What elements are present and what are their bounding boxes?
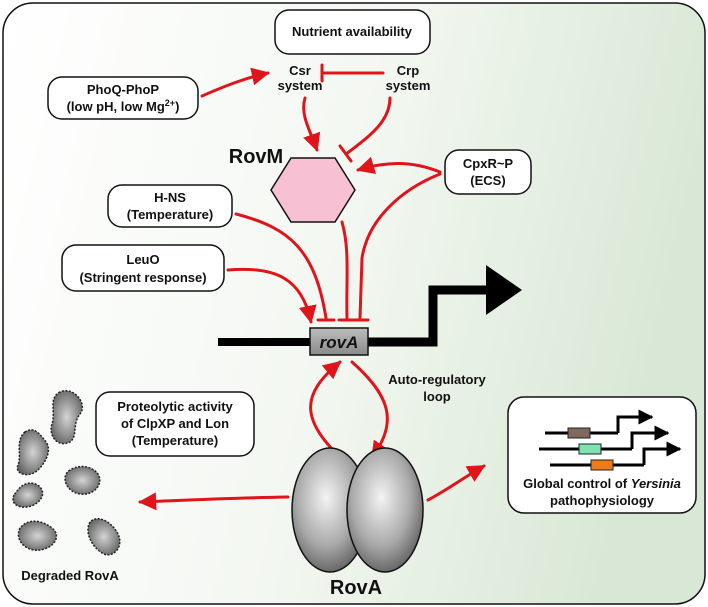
rovm-label: RovM [229, 146, 283, 168]
inhibition-crp-to-rovm [344, 96, 392, 156]
arrow-cpxr-to-rovm [356, 156, 442, 175]
auto-loop-line2: loop [423, 389, 450, 404]
arrow-phoq-to-csr [200, 67, 270, 98]
global-control-box: Global control of Yersinia pathophysiolo… [507, 396, 697, 514]
proteolytic-box: Proteolytic activity of ClpXP and Lon (T… [95, 391, 255, 457]
fragment-1 [16, 429, 50, 476]
degraded-label: Degraded RovA [21, 568, 119, 583]
rova-gene-label: rovA [320, 333, 359, 352]
inhibition-cpxr-to-rova [358, 172, 442, 320]
global-line2: pathophysiology [550, 493, 655, 508]
rovm-hexagon [270, 157, 356, 223]
inhibition-rovm-to-rova [340, 220, 349, 320]
crp-line2: system [386, 78, 431, 93]
leuo-line1: LeuO [126, 252, 159, 267]
auto-loop-line1: Auto-regulatory [388, 372, 486, 387]
arrow-leuo-to-rova [226, 267, 317, 324]
mini-gene-diagram [539, 409, 682, 471]
fragment-5 [17, 520, 58, 551]
fragment-2 [50, 390, 83, 445]
arrow-to-degraded [138, 492, 290, 511]
mini-gene-green [578, 443, 602, 455]
fragment-6 [87, 518, 121, 556]
nutrient-label: Nutrient availability [292, 24, 413, 39]
degraded-rova-fragments [12, 390, 121, 556]
nutrient-availability-box: Nutrient availability [274, 9, 431, 55]
leuo-box: LeuO (Stringent response) [61, 244, 225, 292]
arrow-gene-to-rova [350, 360, 389, 460]
phoq-line1: PhoQ-PhoP [87, 82, 160, 97]
fragment-4 [64, 465, 101, 495]
mini-gene-brown [567, 427, 591, 439]
leuo-line2: (Stringent response) [79, 270, 206, 285]
arrow-csr-to-rovm [302, 96, 321, 152]
rova-dimer [291, 447, 424, 573]
phoq-line2: (low pH, low Mg2+) [67, 98, 180, 114]
proteo-line2: of ClpXP and Lon [121, 416, 229, 431]
hns-line2: (Temperature) [127, 207, 213, 222]
cpxr-line1: CpxR~P [463, 156, 514, 171]
phoq-phop-box: PhoQ-PhoP (low pH, low Mg2+) [47, 76, 199, 120]
inhibition-hns-to-rova [234, 212, 328, 320]
hns-box: H-NS (Temperature) [107, 184, 233, 228]
fragment-3 [12, 482, 44, 508]
cpxr-line2: (ECS) [470, 173, 505, 188]
global-line1: Global control of Yersinia [523, 476, 681, 491]
crp-line1: Crp [397, 63, 419, 78]
rova-gene-box: rovA [309, 327, 369, 356]
rova-monomer-right [346, 447, 424, 573]
csr-line2: system [278, 78, 323, 93]
proteo-line3: (Temperature) [132, 433, 218, 448]
regulatory-arrows [138, 63, 486, 511]
cpxr-box: CpxR~P (ECS) [444, 149, 532, 195]
proteo-line1: Proteolytic activity [117, 399, 233, 414]
hns-line1: H-NS [154, 190, 186, 205]
rova-protein-label: RovA [330, 577, 382, 599]
mini-gene-orange [590, 459, 614, 471]
arrow-to-global-control [426, 464, 486, 502]
dna-strand [218, 265, 522, 347]
csr-line1: Csr [289, 63, 311, 78]
promoter-arrow-head [486, 265, 522, 315]
inhibition-bar-rovm [338, 144, 353, 163]
